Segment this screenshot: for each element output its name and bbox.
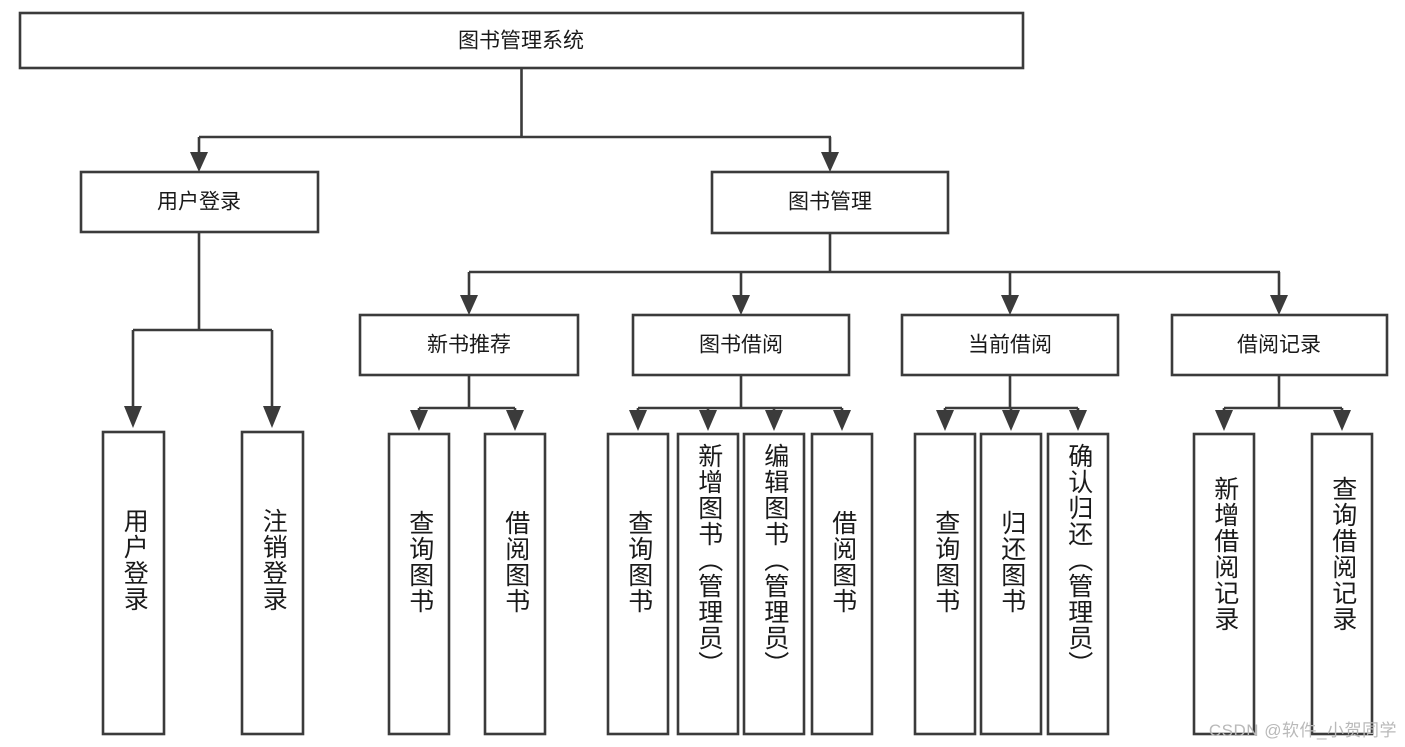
arrowhead-leaf-query-record [1333, 410, 1351, 431]
leaf-add-record-box[interactable] [1192, 432, 1256, 736]
leaf-edit-book-box[interactable] [742, 432, 806, 736]
leaf-boxes [101, 430, 1374, 736]
leaf-confirm-return-box[interactable] [1046, 432, 1110, 736]
node-current-borrow[interactable]: 当前借阅 [900, 313, 1120, 377]
node-new-book-recommend-box[interactable] [358, 313, 580, 377]
node-book-manage[interactable]: 图书管理 [710, 170, 950, 235]
node-new-book-recommend-label: 新书推荐 [427, 334, 511, 357]
leaf-user-login-box[interactable] [101, 430, 166, 736]
node-current-borrow-box[interactable] [900, 313, 1120, 377]
node-new-book-recommend[interactable]: 新书推荐 [358, 313, 580, 377]
leaf-query-book-2-box[interactable] [606, 432, 670, 736]
arrowhead-leaf-borrow-book-2 [833, 410, 851, 431]
connector-layer [124, 68, 1351, 431]
arrowhead-borrow-record [1270, 295, 1288, 315]
node-book-manage-box[interactable] [710, 170, 950, 235]
node-root-box[interactable] [18, 11, 1025, 70]
leaf-borrow-book-2-box[interactable] [810, 432, 874, 736]
arrowhead-leaf-confirm-return [1069, 410, 1087, 431]
leaf-borrow-book-1-box[interactable] [483, 432, 547, 736]
leaf-query-book-3-box[interactable] [913, 432, 977, 736]
arrowhead-leaf-borrow-book-1 [506, 410, 524, 431]
leaf-logout-login-box[interactable] [240, 430, 305, 736]
node-book-borrow-label: 图书借阅 [699, 334, 783, 357]
arrowhead-leaf-add-record [1215, 410, 1233, 431]
node-root[interactable]: 图书管理系统 [18, 11, 1025, 70]
arrowhead-leaf-return-book [1002, 410, 1020, 431]
arrowhead-leaf-user-login [124, 406, 142, 428]
arrowhead-user-login [190, 152, 208, 172]
node-borrow-record[interactable]: 借阅记录 [1170, 313, 1389, 377]
csdn-watermark: CSDN @软件_小贺同学 [1208, 721, 1397, 740]
node-current-borrow-label: 当前借阅 [968, 334, 1052, 357]
arrowhead-leaf-edit-book [765, 410, 783, 431]
arrowhead-leaf-query-book-2 [629, 410, 647, 431]
arrowhead-leaf-add-book [699, 410, 717, 431]
node-book-borrow-box[interactable] [631, 313, 851, 377]
arrowhead-current-borrow [1001, 295, 1019, 315]
leaf-return-book-box[interactable] [979, 432, 1043, 736]
node-user-login-label: 用户登录 [157, 191, 241, 214]
arrowhead-leaf-query-book-3 [936, 410, 954, 431]
node-user-login-box[interactable] [79, 170, 320, 234]
node-book-borrow[interactable]: 图书借阅 [631, 313, 851, 377]
node-book-manage-label: 图书管理 [788, 191, 872, 214]
arrowhead-leaf-query-book-1 [410, 410, 428, 431]
arrowhead-leaf-logout-login [263, 406, 281, 428]
arrowhead-new-book-recommend [460, 295, 478, 315]
arrowhead-book-borrow [732, 295, 750, 315]
arrowhead-book-manage [821, 152, 839, 172]
node-borrow-record-label: 借阅记录 [1237, 334, 1321, 357]
leaf-add-book-box[interactable] [676, 432, 740, 736]
node-user-login[interactable]: 用户登录 [79, 170, 320, 234]
leaf-query-book-1-box[interactable] [387, 432, 451, 736]
node-borrow-record-box[interactable] [1170, 313, 1389, 377]
node-root-label: 图书管理系统 [458, 30, 584, 53]
leaf-query-record-box[interactable] [1310, 432, 1374, 736]
